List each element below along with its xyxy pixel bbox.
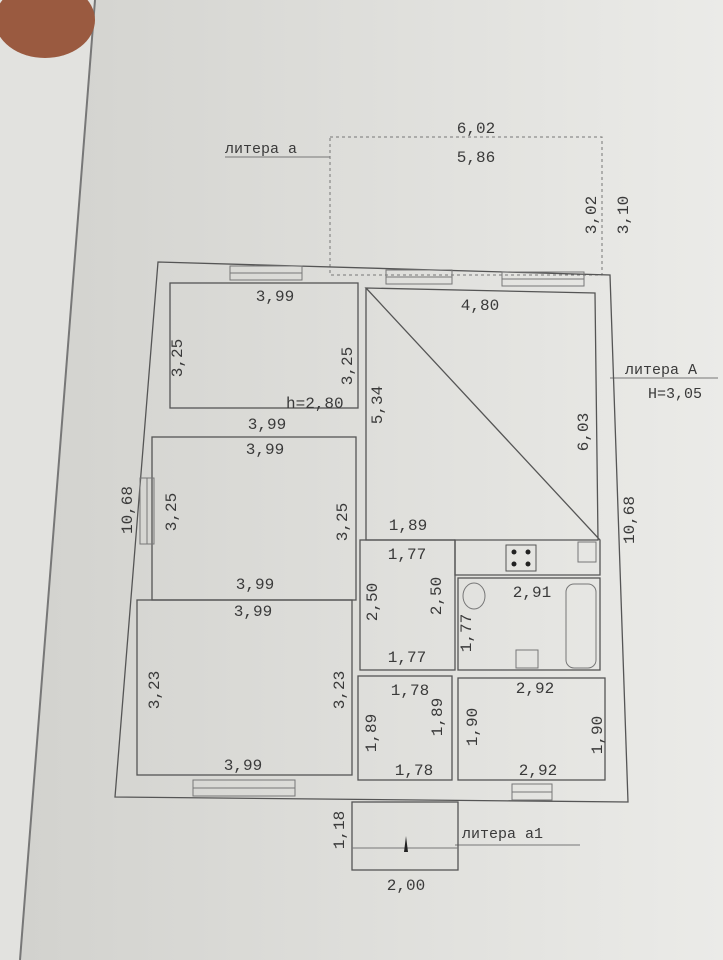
label-litera-a1: литера а1 <box>462 826 543 843</box>
dim: 5,34 <box>369 386 387 424</box>
dim: 5,86 <box>457 149 495 167</box>
room-height: h=2,80 <box>286 395 344 413</box>
label-litera-a: литера а <box>225 141 297 158</box>
dim: 3,99 <box>236 576 274 594</box>
dim: 3,23 <box>146 671 164 709</box>
dim: 1,89 <box>363 714 381 752</box>
dim: 1,89 <box>429 698 447 736</box>
dim: 1,77 <box>388 649 426 667</box>
dim: 3,99 <box>224 757 262 775</box>
dim: 3,23 <box>331 671 349 709</box>
dim: 3,25 <box>163 493 181 531</box>
left-page <box>0 0 95 960</box>
window-icon <box>139 477 155 545</box>
entry-arrow-icon <box>404 836 408 852</box>
dim: 2,92 <box>519 762 557 780</box>
sink-icon <box>577 541 597 563</box>
dim: 3,99 <box>256 288 294 306</box>
dim: 1,18 <box>331 811 349 849</box>
room-1 <box>169 282 359 409</box>
dim: 1,77 <box>388 546 426 564</box>
dim: 3,25 <box>339 347 357 385</box>
dim: 6,02 <box>457 120 495 138</box>
dim: 2,91 <box>513 584 551 602</box>
finger <box>0 0 95 58</box>
dim: 4,80 <box>461 297 499 315</box>
dim: 1,90 <box>589 716 607 754</box>
dim: 6,03 <box>575 413 593 451</box>
window-icon <box>511 783 553 801</box>
dim: 1,90 <box>464 708 482 746</box>
toilet-icon <box>462 582 486 610</box>
page-edge <box>19 0 96 960</box>
porch <box>351 801 459 871</box>
bathtub-icon <box>565 583 597 669</box>
dim: 2,92 <box>516 680 554 698</box>
dim: 3,99 <box>248 416 286 434</box>
outer-wall <box>114 261 629 803</box>
bathroom <box>457 577 601 671</box>
window-icon <box>385 269 453 285</box>
dim: 2,50 <box>428 577 446 615</box>
dim: 1,89 <box>389 517 427 535</box>
dim: 3,99 <box>234 603 272 621</box>
label-height-A: H=3,05 <box>648 386 702 403</box>
dim: 1,78 <box>391 682 429 700</box>
dim: 10,68 <box>119 486 137 534</box>
dim: 3,02 <box>583 196 601 234</box>
window-icon <box>501 271 585 287</box>
window-icon <box>192 779 296 797</box>
dim: 1,77 <box>458 614 476 652</box>
dim: 2,00 <box>387 877 425 895</box>
dim: 2,50 <box>364 583 382 621</box>
washbasin-icon <box>515 649 539 669</box>
paper-sheet <box>20 0 723 960</box>
window-icon <box>229 265 303 281</box>
label-litera-A: литера А <box>625 362 697 379</box>
room-small <box>457 677 606 781</box>
dim: 10,68 <box>621 496 639 544</box>
dim: 3,10 <box>615 196 633 234</box>
wc <box>357 675 453 781</box>
dim: 3,99 <box>246 441 284 459</box>
dim: 3,25 <box>334 503 352 541</box>
room-3 <box>136 599 353 776</box>
corridor <box>359 539 456 671</box>
terrace-outline <box>329 136 603 276</box>
dim: 1,78 <box>395 762 433 780</box>
dim: 3,25 <box>169 339 187 377</box>
stove-icon <box>505 544 537 572</box>
